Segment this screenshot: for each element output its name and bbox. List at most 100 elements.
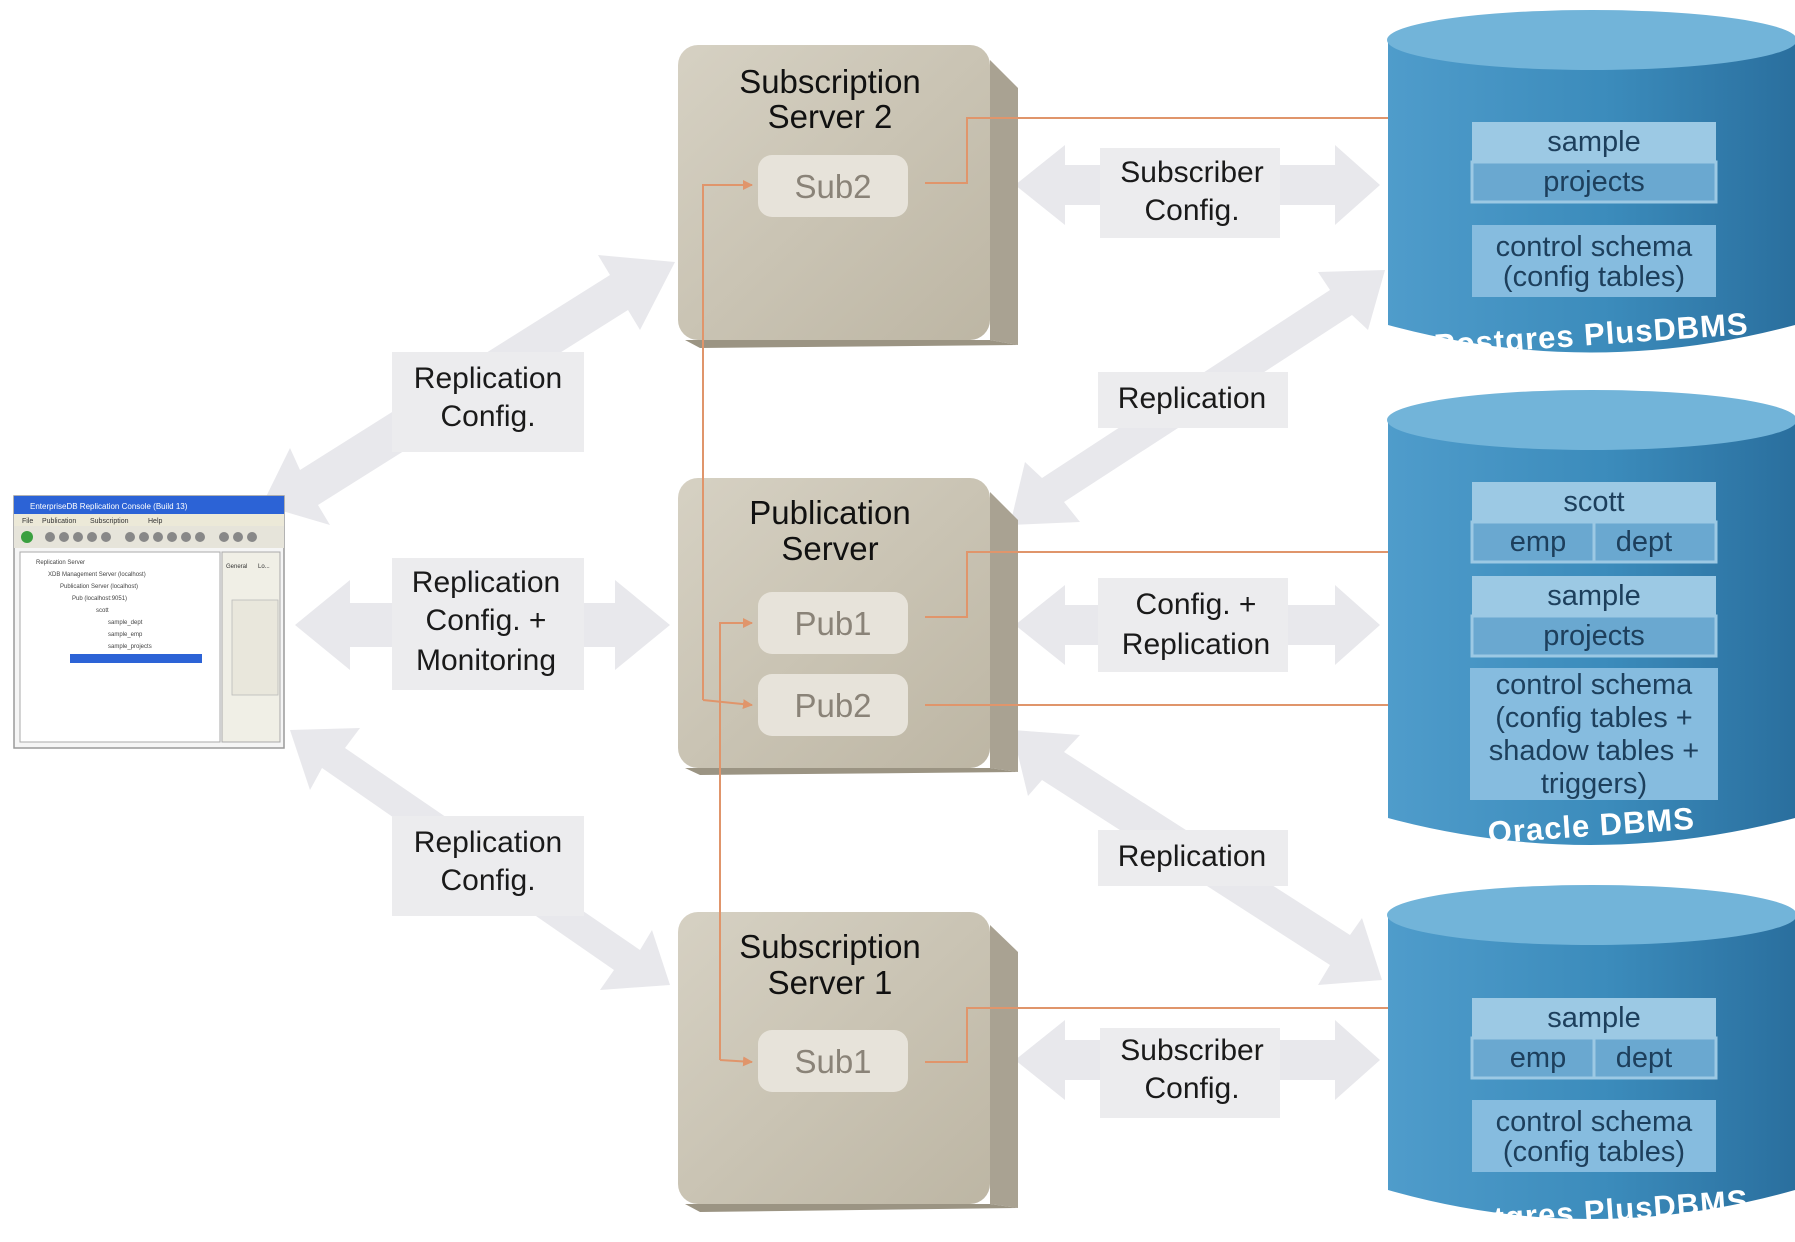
server-title: Publication — [749, 494, 910, 531]
connector-trunk-sub1 — [719, 1056, 753, 1067]
label-left-bot: Replication Config. — [392, 816, 584, 916]
label-line: Config. — [1144, 1072, 1239, 1105]
publication-pill[interactable] — [758, 155, 908, 217]
label-right-repl-bot: Replication — [1098, 830, 1288, 886]
toolbar-icon[interactable] — [45, 532, 55, 542]
db-table: projects — [1543, 620, 1645, 652]
label-line: Subscriber — [1120, 156, 1263, 189]
menu-subscription[interactable]: Subscription — [90, 518, 129, 525]
arrow-labels: Replication Config. Replication Config. … — [392, 148, 1288, 1118]
label-line: Config. — [1144, 194, 1239, 227]
label-left-mid: Replication Config. + Monitoring — [392, 558, 584, 690]
connect-icon[interactable] — [21, 531, 33, 543]
label-left-top: Replication Config. — [392, 352, 584, 452]
publication-pill[interactable] — [758, 674, 908, 736]
server-title: Subscription — [739, 63, 921, 100]
label-line: Config. — [440, 864, 535, 897]
menu-help[interactable]: Help — [148, 518, 163, 525]
toolbar-icon[interactable] — [59, 532, 69, 542]
console-title: EnterpriseDB Replication Console (Build … — [30, 502, 188, 511]
replication-console-window[interactable]: EnterpriseDB Replication Console (Build … — [13, 495, 285, 749]
label-right-mid: Config. + Replication — [1098, 578, 1288, 672]
tree-node[interactable]: sample_projects — [108, 644, 152, 650]
toolbar-icon[interactable] — [87, 532, 97, 542]
db-table: emp — [1510, 526, 1566, 558]
db-schema: sample — [1547, 1002, 1641, 1034]
toolbar-icon[interactable] — [247, 532, 257, 542]
label-right-top: Subscriber Config. — [1100, 148, 1280, 238]
db-schema: scott — [1563, 486, 1624, 518]
pill-label: Sub2 — [794, 168, 871, 205]
console-tree: Replication Server XDB Management Server… — [36, 560, 152, 650]
tree-node[interactable]: Publication Server (localhost) — [60, 584, 138, 590]
detail-box — [231, 599, 279, 696]
toolbar-icon[interactable] — [195, 532, 205, 542]
db-note: control schema — [1496, 669, 1694, 701]
db-table: dept — [1616, 1042, 1672, 1074]
toolbar-icon[interactable] — [139, 532, 149, 542]
tree-node[interactable]: sample_dept — [108, 620, 143, 626]
db-schema: sample — [1547, 580, 1641, 612]
publication-pill[interactable] — [758, 592, 908, 654]
toolbar-icon[interactable] — [233, 532, 243, 542]
label-line: Replication — [412, 566, 560, 599]
pill-label: Pub2 — [794, 687, 871, 724]
label-line: Replication — [1122, 628, 1270, 661]
toolbar-icon[interactable] — [153, 532, 163, 542]
tree-node[interactable]: scott — [96, 608, 109, 614]
tree-selected-row[interactable] — [70, 654, 202, 663]
console-tree-panel — [19, 551, 221, 743]
server-title: Subscription — [739, 928, 921, 965]
tree-node[interactable]: Pub (localhost:9051) — [72, 596, 127, 602]
label-line: Config. + — [1136, 588, 1257, 621]
database-bot: sample emp dept control schema (config t… — [1387, 885, 1795, 1240]
menu-file[interactable]: File — [22, 518, 33, 525]
db-table: dept — [1616, 526, 1672, 558]
toolbar-buttons — [45, 532, 257, 542]
tab-log[interactable]: Lo... — [258, 564, 270, 570]
label-line: Replication — [1118, 840, 1266, 873]
label-right-bot: Subscriber Config. — [1100, 1028, 1280, 1118]
menu-publication[interactable]: Publication — [42, 518, 76, 525]
pill-label: Pub1 — [794, 605, 871, 642]
db-note: shadow tables + — [1489, 735, 1699, 767]
server-box-pub: Publication Server Pub1 Pub2 — [678, 478, 1018, 775]
connector-trunk-sub2 — [702, 180, 753, 700]
connector-trunk-pub2 — [702, 699, 753, 710]
console-titlebar[interactable] — [14, 496, 284, 514]
pill-label: Sub1 — [794, 1043, 871, 1080]
server-box-sub1: Subscription Server 1 Sub1 — [678, 912, 1018, 1212]
toolbar-icon[interactable] — [167, 532, 177, 542]
tree-node[interactable]: Replication Server — [36, 560, 85, 566]
subscription-pill[interactable] — [758, 1030, 908, 1092]
toolbar-icon[interactable] — [101, 532, 111, 542]
label-line: Config. + — [426, 604, 547, 637]
toolbar-icon[interactable] — [73, 532, 83, 542]
toolbar-icon[interactable] — [181, 532, 191, 542]
toolbar-icon[interactable] — [219, 532, 229, 542]
toolbar-icon[interactable] — [125, 532, 135, 542]
server-box-sub2: Subscription Server 2 Sub2 — [678, 45, 1018, 348]
connector-pub1-db — [925, 547, 1456, 618]
console-menubar — [14, 514, 284, 526]
db-note: (config tables) — [1503, 1136, 1685, 1168]
db-note: (config tables) — [1503, 261, 1685, 293]
connector-trunk-pub1 — [719, 618, 753, 1060]
server-title: Server 2 — [768, 98, 893, 135]
tree-node[interactable]: XDB Management Server (localhost) — [48, 572, 146, 578]
db-note: triggers) — [1541, 768, 1647, 800]
db-table: projects — [1543, 166, 1645, 198]
label-line: Replication — [414, 826, 562, 859]
label-line: Monitoring — [416, 644, 556, 677]
label-line: Replication — [414, 362, 562, 395]
db-table: emp — [1510, 1042, 1566, 1074]
tab-general[interactable]: General — [226, 564, 247, 570]
database-mid: scott emp dept sample projects control s… — [1387, 390, 1795, 850]
database-top: sample projects control schema (config t… — [1387, 10, 1795, 363]
label-line: Replication — [1118, 382, 1266, 415]
tree-node[interactable]: sample_emp — [108, 632, 143, 638]
label-line: Subscriber — [1120, 1034, 1263, 1067]
server-title: Server — [781, 530, 878, 567]
db-note: (config tables + — [1495, 702, 1692, 734]
